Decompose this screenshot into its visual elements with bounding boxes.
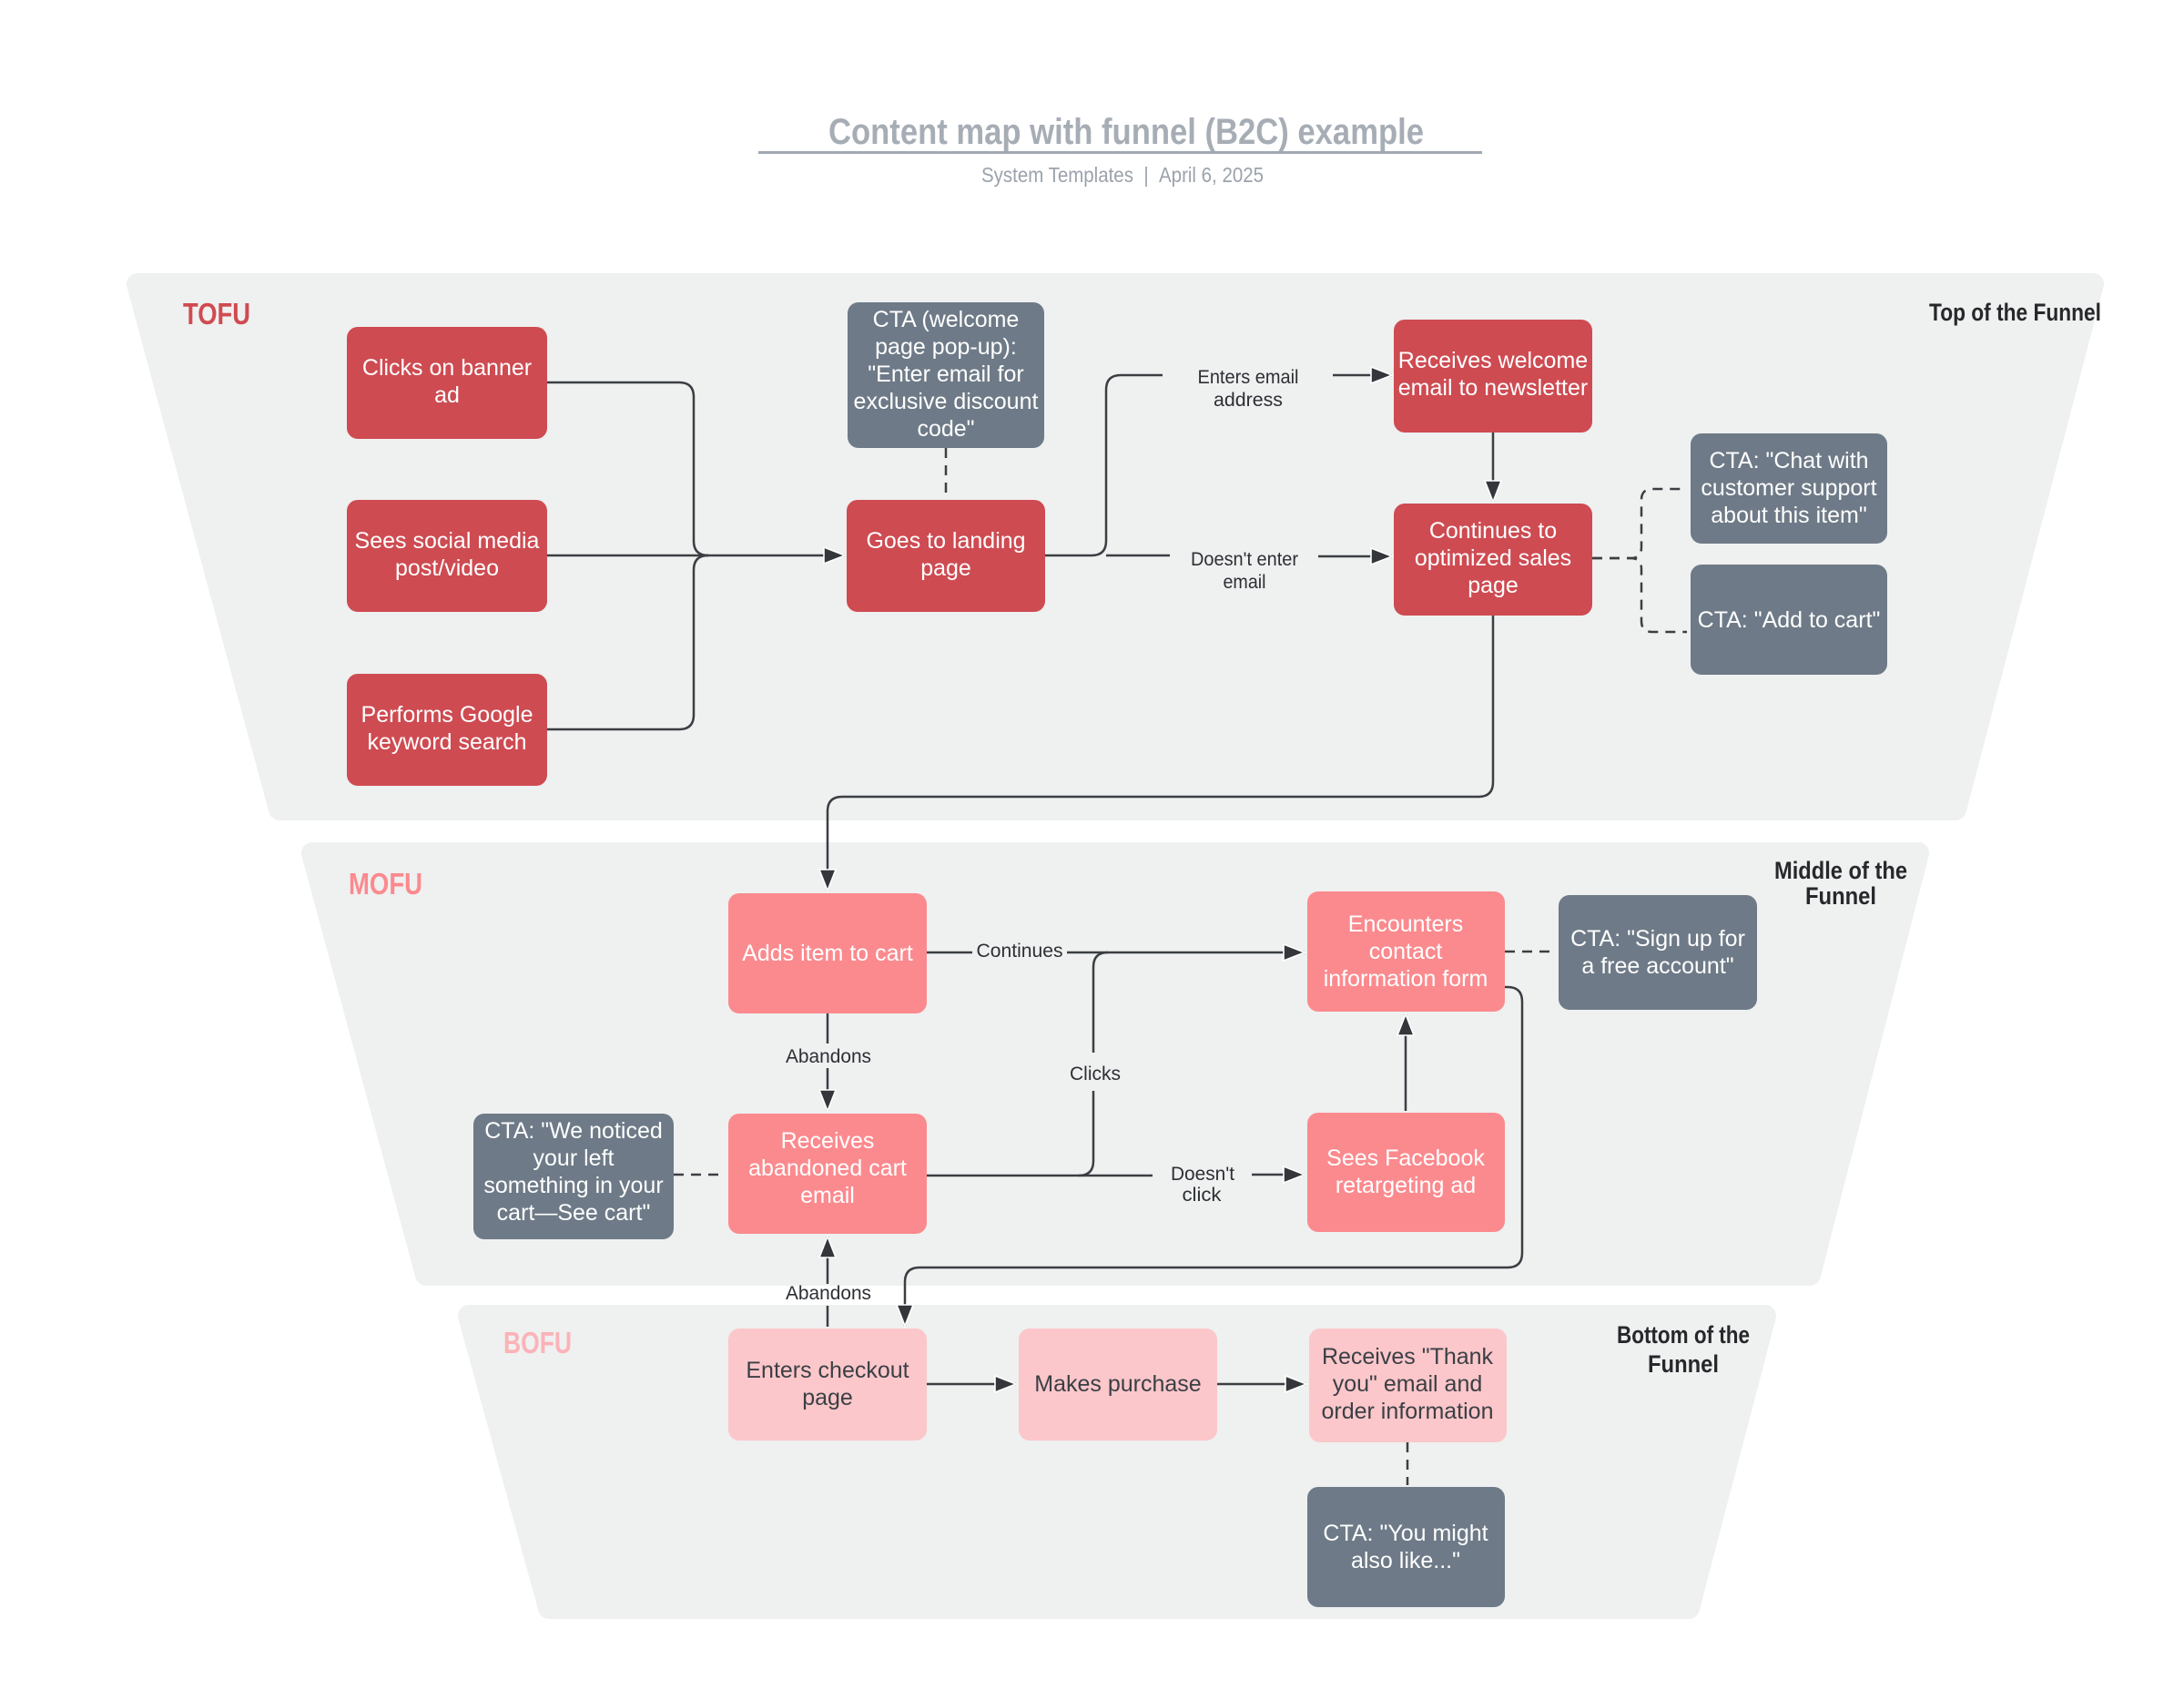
svg-text:Clicks: Clicks xyxy=(1070,1064,1121,1084)
svg-text:customer support: customer support xyxy=(1701,475,1876,501)
svg-text:Adds item to cart: Adds item to cart xyxy=(742,941,913,966)
svg-text:CTA: "Chat with: CTA: "Chat with xyxy=(1709,448,1868,473)
svg-text:information form: information form xyxy=(1324,966,1488,992)
svg-text:CTA (welcome: CTA (welcome xyxy=(873,307,1020,332)
svg-text:Performs Google: Performs Google xyxy=(361,702,533,728)
svg-text:email: email xyxy=(800,1183,855,1208)
svg-text:Makes purchase: Makes purchase xyxy=(1034,1371,1201,1397)
svg-text:click: click xyxy=(1183,1185,1223,1206)
svg-text:Continues: Continues xyxy=(977,941,1063,962)
svg-text:Receives "Thank: Receives "Thank xyxy=(1322,1344,1494,1369)
svg-text:about this item": about this item" xyxy=(1711,503,1866,528)
svg-text:page: page xyxy=(1468,573,1519,598)
svg-text:optimized sales: optimized sales xyxy=(1415,545,1571,571)
svg-text:Clicks on banner: Clicks on banner xyxy=(362,355,532,381)
svg-text:Receives welcome: Receives welcome xyxy=(1398,348,1588,373)
svg-text:email to newsletter: email to newsletter xyxy=(1398,375,1588,401)
svg-text:cart—See cart": cart—See cart" xyxy=(497,1200,651,1226)
svg-text:Enters checkout: Enters checkout xyxy=(746,1358,909,1383)
svg-text:abandoned cart: abandoned cart xyxy=(748,1156,907,1181)
svg-text:CTA: "You might: CTA: "You might xyxy=(1323,1521,1488,1546)
svg-text:post/video: post/video xyxy=(395,555,499,581)
svg-text:Abandons: Abandons xyxy=(786,1046,871,1067)
svg-text:you" email and: you" email and xyxy=(1333,1371,1483,1397)
svg-text:order information: order information xyxy=(1322,1399,1494,1424)
svg-text:MOFU: MOFU xyxy=(349,867,422,901)
svg-text:keyword search: keyword search xyxy=(367,729,526,755)
svg-text:Sees Facebook: Sees Facebook xyxy=(1326,1145,1485,1171)
svg-text:something in your: something in your xyxy=(483,1173,663,1198)
svg-text:CTA: "Add to cart": CTA: "Add to cart" xyxy=(1698,607,1881,633)
svg-text:Goes to landing: Goes to landing xyxy=(866,528,1025,554)
svg-text:Doesn't enter: Doesn't enter xyxy=(1191,549,1298,570)
svg-text:code": code" xyxy=(917,416,974,442)
svg-text:a free account": a free account" xyxy=(1581,953,1733,979)
svg-text:CTA: "We noticed: CTA: "We noticed xyxy=(484,1118,663,1144)
svg-text:ad: ad xyxy=(434,382,460,408)
svg-text:Receives: Receives xyxy=(781,1128,875,1154)
svg-text:email: email xyxy=(1224,572,1266,593)
svg-text:Top of the Funnel: Top of the Funnel xyxy=(1929,299,2101,326)
svg-text:your left: your left xyxy=(533,1145,615,1171)
svg-text:"Enter email for: "Enter email for xyxy=(868,361,1023,387)
svg-text:Funnel: Funnel xyxy=(1805,882,1876,910)
svg-text:CTA: "Sign up for: CTA: "Sign up for xyxy=(1570,926,1745,952)
svg-text:exclusive discount: exclusive discount xyxy=(854,389,1039,414)
svg-text:also like...": also like..." xyxy=(1351,1548,1460,1573)
svg-text:page pop-up):: page pop-up): xyxy=(875,334,1017,360)
svg-text:page: page xyxy=(802,1385,853,1410)
svg-text:BOFU: BOFU xyxy=(503,1326,572,1359)
svg-text:TOFU: TOFU xyxy=(183,297,250,331)
svg-text:Encounters: Encounters xyxy=(1348,911,1463,937)
svg-text:Funnel: Funnel xyxy=(1648,1350,1719,1378)
svg-text:System Templates | April 6,: System Templates | April 6, 2025 xyxy=(981,163,1264,187)
svg-text:retargeting ad: retargeting ad xyxy=(1336,1173,1476,1198)
svg-text:Abandons: Abandons xyxy=(786,1283,871,1304)
svg-text:Doesn't: Doesn't xyxy=(1171,1164,1234,1185)
svg-text:Sees social media: Sees social media xyxy=(355,528,540,554)
svg-text:Enters email: Enters email xyxy=(1198,367,1299,388)
svg-text:Continues to: Continues to xyxy=(1429,518,1557,544)
svg-text:address: address xyxy=(1214,390,1283,411)
svg-text:contact: contact xyxy=(1369,939,1443,964)
svg-text:Content map with funnel (B2C): Content map with funnel (B2C) example xyxy=(828,112,1424,152)
svg-text:Bottom of the: Bottom of the xyxy=(1617,1321,1750,1349)
svg-text:Middle of the: Middle of the xyxy=(1774,857,1907,884)
svg-text:page: page xyxy=(920,555,971,581)
